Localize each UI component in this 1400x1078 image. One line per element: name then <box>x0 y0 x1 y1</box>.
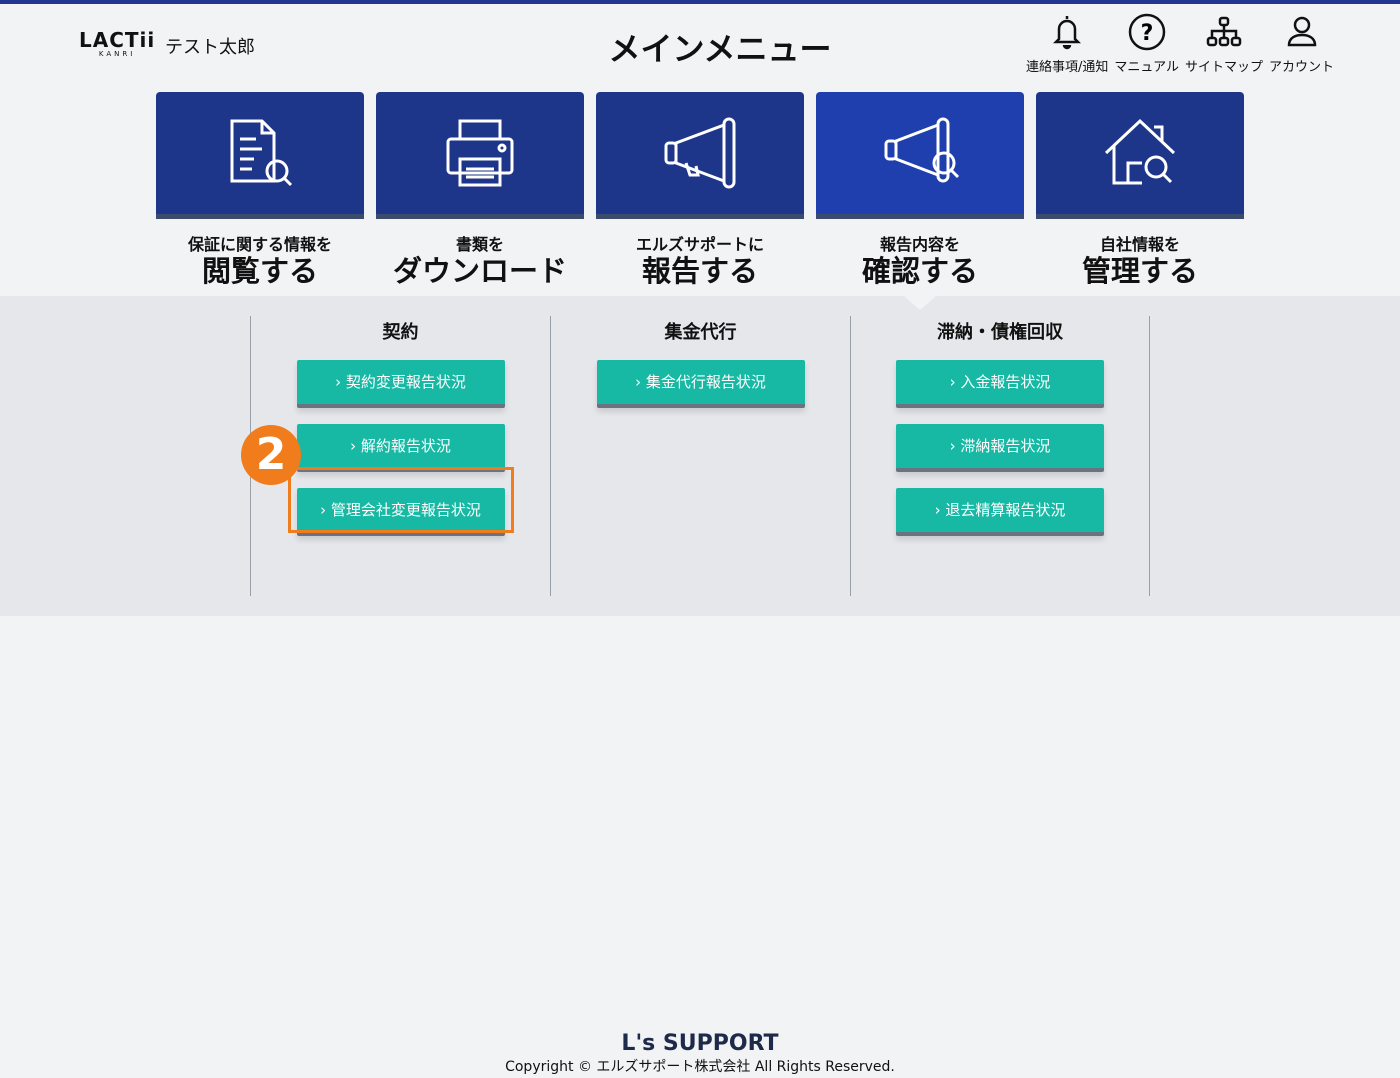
printer-icon <box>446 119 514 187</box>
account-button[interactable]: アカウント <box>1269 12 1334 75</box>
megaphone-icon <box>664 117 736 189</box>
column-arrears: 滞納・債権回収 › 入金報告状況 › 滞納報告状況 › 退去精算報告状況 <box>850 316 1150 596</box>
svg-text:?: ? <box>1140 21 1153 46</box>
sitemap-button[interactable]: サイトマップ <box>1185 12 1263 75</box>
manual-button[interactable]: ? マニュアル <box>1114 12 1179 75</box>
house-search-icon <box>1104 118 1176 185</box>
page-title: メインメニュー <box>608 30 832 68</box>
tile-report[interactable]: エルズサポートに報告する <box>596 92 804 287</box>
footer-logo: L's SUPPORT <box>621 1031 779 1056</box>
column-collection: 集金代行 › 集金代行報告状況 <box>550 316 850 596</box>
column-contract: 契約 › 契約変更報告状況 › 解約報告状況 › 管理会社変更報告状況 <box>250 316 550 596</box>
step-badge: 2 <box>241 425 301 485</box>
notifications-button[interactable]: 連絡事項/通知 <box>1026 12 1108 75</box>
tile-download[interactable]: 書類をダウンロード <box>376 92 584 287</box>
user-name: テスト太郎 <box>165 37 255 58</box>
cancellation-report-button[interactable]: › 解約報告状況 <box>296 424 505 472</box>
submenu-panel <box>0 296 1400 616</box>
sitemap-icon <box>1206 16 1242 47</box>
active-tile-pointer <box>904 296 936 310</box>
top-bar <box>0 0 1400 4</box>
logo[interactable]: LACTii KANRI <box>79 28 156 58</box>
tile-view-info[interactable]: 保証に関する情報を閲覧する <box>156 92 364 287</box>
arrears-report-button[interactable]: › 滞納報告状況 <box>896 424 1104 472</box>
moveout-settlement-report-button[interactable]: › 退去精算報告状況 <box>896 488 1104 536</box>
tile-check-reports[interactable]: 報告内容を確認する <box>816 92 1024 287</box>
bell-icon <box>1053 16 1082 50</box>
highlight-box <box>288 467 514 533</box>
megaphone-search-icon <box>884 117 960 183</box>
management-change-report-button[interactable]: › 管理会社変更報告状況 <box>296 488 505 536</box>
payment-report-button[interactable]: › 入金報告状況 <box>896 360 1104 408</box>
collection-report-button[interactable]: › 集金代行報告状況 <box>596 360 805 408</box>
copyright: Copyright © エルズサポート株式会社 All Rights Reser… <box>505 1059 895 1075</box>
account-icon <box>1287 16 1316 47</box>
tile-manage-company[interactable]: 自社情報を管理する <box>1036 92 1244 287</box>
contract-change-report-button[interactable]: › 契約変更報告状況 <box>296 360 505 408</box>
footer: L's SUPPORT Copyright © エルズサポート株式会社 All … <box>0 1032 1400 1076</box>
help-icon: ? <box>1128 13 1165 51</box>
document-search-icon <box>230 119 293 187</box>
